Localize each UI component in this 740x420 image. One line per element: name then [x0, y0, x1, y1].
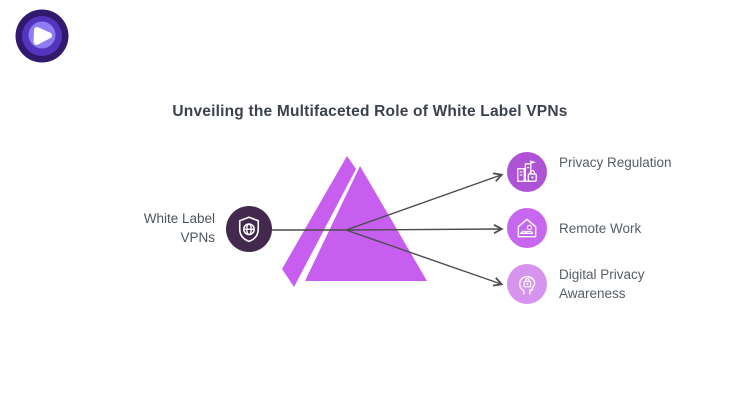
page-title: Unveiling the Multifaceted Role of White…	[172, 103, 568, 120]
logo-core-shape	[33, 27, 52, 45]
ray-to-remote-work	[345, 224, 504, 235]
digital-privacy-node	[507, 264, 547, 304]
home-office-icon	[517, 218, 537, 238]
ray-to-privacy-regulation	[345, 172, 504, 231]
privacy-regulation-node	[507, 152, 547, 192]
brand-logo	[15, 9, 69, 63]
remote-work-label: Remote Work	[559, 221, 642, 236]
ray-to-digital-privacy	[345, 229, 504, 287]
source-node	[226, 206, 272, 252]
prism-triangle	[305, 166, 427, 281]
source-label: White Label VPNs	[143, 211, 215, 245]
shield-globe-icon	[238, 216, 260, 243]
digital-privacy-label: Digital Privacy Awareness	[559, 267, 645, 301]
buildings-lock-icon	[517, 160, 537, 182]
head-lock-icon	[518, 275, 536, 295]
prism-band	[282, 156, 356, 287]
remote-work-node	[507, 208, 547, 248]
privacy-regulation-label: Privacy Regulation	[559, 155, 672, 170]
